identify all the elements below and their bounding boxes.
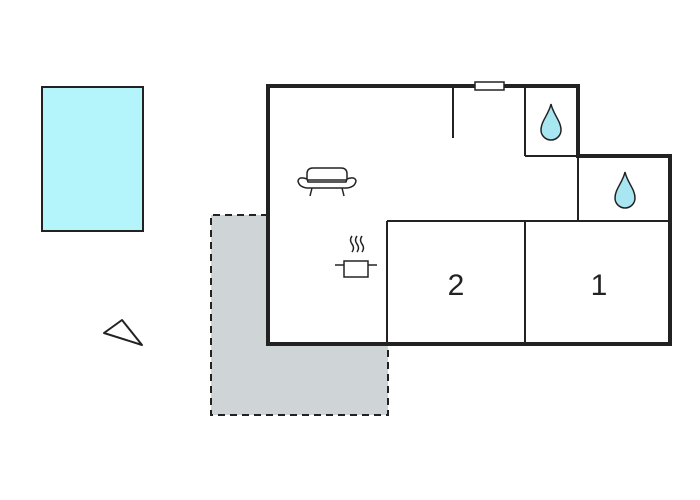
room-label-2: 2 xyxy=(448,269,465,302)
interior-walls xyxy=(386,86,670,344)
sofa-icon xyxy=(297,167,357,197)
compass-triangle-icon xyxy=(103,319,143,346)
window xyxy=(474,81,505,91)
terrace-outline xyxy=(210,214,389,416)
water-drop-icon xyxy=(540,103,562,141)
terrace xyxy=(211,215,388,415)
house-outline xyxy=(266,84,672,346)
pool xyxy=(41,86,144,232)
water-drop-icon xyxy=(614,171,636,209)
cooking-pot-icon xyxy=(335,235,377,278)
room-label-1: 1 xyxy=(591,269,608,302)
